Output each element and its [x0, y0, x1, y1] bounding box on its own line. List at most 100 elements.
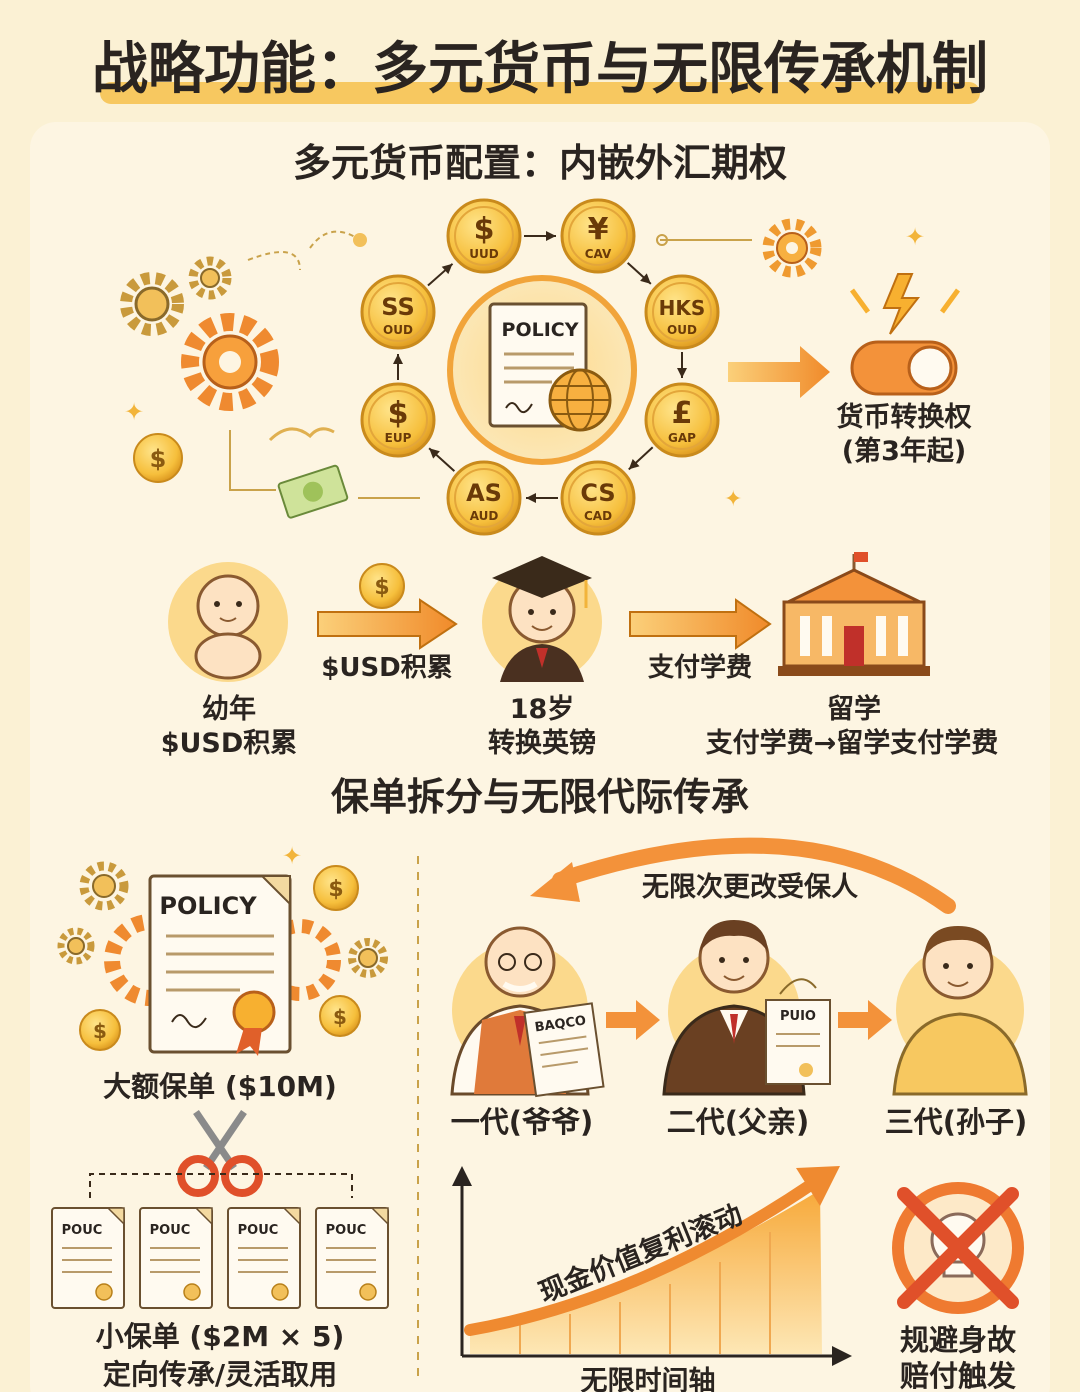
page-title: 战略功能：多元货币与无限传承机制 — [92, 37, 988, 102]
sparkle-icon: ✦ — [282, 842, 302, 870]
arrow-label-pay: 支付学费 — [648, 652, 752, 683]
svg-text:POLICY: POLICY — [159, 892, 257, 920]
switch-sublabel: (第3年起) — [842, 435, 966, 467]
dollar-coin-icon: $ — [319, 995, 361, 1037]
big-policy-document: POLICY — [148, 874, 292, 1056]
currency-heading: 多元货币配置：内嵌外汇期权 — [293, 141, 787, 185]
arrow-icon — [530, 862, 580, 902]
coin-symbol: AS — [466, 479, 502, 507]
split-bracket — [89, 1173, 353, 1198]
svg-text:$: $ — [328, 877, 343, 902]
cycle-arrowhead — [546, 231, 556, 241]
cycle-arrowhead — [429, 448, 440, 459]
sparkle-icon: ✦ — [905, 223, 925, 251]
dollar-coin-icon: $ — [313, 865, 359, 911]
small-policy-document: POUC — [227, 1207, 301, 1309]
growth-line — [464, 1178, 818, 1336]
coin-symbol: $ — [474, 212, 495, 247]
gear-icon — [188, 256, 232, 300]
arrow-icon — [728, 346, 830, 398]
coin-code: AUD — [470, 509, 499, 523]
coin-code: EUP — [385, 431, 412, 445]
gear-icon — [79, 861, 129, 911]
small-policy-subcaption: 定向传承/灵活取用 — [103, 1358, 337, 1391]
gear-icon — [120, 272, 184, 336]
generation-2-label: 二代(父亲) — [667, 1105, 810, 1139]
connector-line — [247, 230, 361, 271]
cycle-arrowhead — [677, 368, 687, 378]
lightning-icon — [849, 273, 961, 335]
university-icon — [778, 552, 930, 676]
small-policy-document: POUC — [51, 1207, 125, 1309]
cash-bills-icon — [277, 464, 349, 519]
arrow-icon — [796, 1166, 840, 1206]
baby-icon — [194, 574, 262, 680]
gear-icon — [181, 313, 279, 411]
stage3-title: 留学 — [827, 693, 881, 725]
svg-text:POUC: POUC — [150, 1223, 191, 1238]
currency-coin-oud: HKS OUD — [644, 274, 720, 350]
coin-symbol: ¥ — [588, 212, 609, 247]
arrow-icon — [606, 1000, 660, 1040]
svg-text:$: $ — [333, 1005, 347, 1029]
growth-bars — [519, 1232, 771, 1354]
currency-coin-uud: $UUD — [446, 198, 522, 274]
small-policy-document: POUC — [139, 1207, 213, 1309]
coin-symbol: £ — [672, 396, 693, 431]
currency-coin-eup: $EUP — [360, 382, 436, 458]
coin-code: CAD — [584, 509, 612, 523]
svg-text:POUC: POUC — [326, 1223, 367, 1238]
policy-document: PUIO — [765, 999, 831, 1085]
y-axis-arrowhead — [452, 1166, 472, 1186]
inheritance-heading: 保单拆分与无限代际传承 — [331, 775, 749, 819]
graduate-icon — [492, 556, 592, 682]
big-policy-caption: 大额保单 ($10M) — [103, 1070, 337, 1103]
coin-code: OUD — [667, 323, 697, 337]
currency-coin-aud: AS AUD — [446, 460, 522, 536]
avoid-label: 规避身故 — [900, 1323, 1017, 1357]
coin-code: OUD — [383, 323, 413, 337]
stage1-title: 幼年 — [202, 693, 256, 725]
gear-icon — [57, 927, 95, 965]
stage1-subtitle: $USD积累 — [161, 728, 298, 759]
dollar-coin-icon: $ — [359, 563, 405, 609]
arrow-icon — [629, 598, 772, 650]
connector-dot — [353, 233, 367, 247]
prohibited-skull-icon — [892, 1182, 1024, 1314]
small-policies: POUC POUC POUC POUC — [51, 1207, 389, 1309]
currency-coin-cav: ¥CAV — [560, 198, 636, 274]
coin-symbol: $ — [388, 396, 409, 431]
x-axis-label: 无限时间轴 — [581, 1366, 716, 1392]
svg-text:POUC: POUC — [62, 1223, 103, 1238]
arrow-icon — [838, 1000, 892, 1040]
svg-text:BAQCO: BAQCO — [534, 1013, 587, 1035]
svg-text:$: $ — [150, 445, 167, 473]
generation-1-label: 一代(爷爷) — [451, 1105, 594, 1139]
cycle-arrowhead — [393, 354, 403, 364]
policy-document: BAQCO — [523, 1002, 605, 1098]
sparkle-icon: ✦ — [124, 398, 144, 426]
cycle-arrowhead — [628, 458, 640, 470]
coin-symbol: HKS — [659, 296, 706, 320]
globe-icon — [548, 368, 612, 432]
svg-text:POUC: POUC — [238, 1223, 279, 1238]
gear-icon — [259, 919, 341, 1001]
stage3-subtitle: 支付学费→留学支付学费 — [706, 727, 999, 759]
svg-text:$: $ — [93, 1019, 107, 1043]
small-policy-document: POUC — [315, 1207, 389, 1309]
arc-arrow — [552, 837, 956, 914]
small-policy-caption: 小保单 ($2M × 5) — [96, 1320, 345, 1353]
pass-arrow — [779, 978, 817, 995]
stage2-subtitle: 转换英镑 — [488, 727, 596, 759]
coin-code: GAP — [668, 431, 696, 445]
coin-code: CAV — [585, 247, 612, 261]
arc-label: 无限次更改受保人 — [642, 871, 858, 903]
generation-3-label: 三代(孙子) — [885, 1105, 1028, 1139]
cycle-arrowhead — [526, 493, 536, 503]
cycle-arrowhead — [640, 273, 651, 284]
gear-icon — [762, 218, 822, 278]
coin-code: UUD — [469, 247, 498, 261]
dollar-coin-icon: $ — [133, 433, 183, 483]
